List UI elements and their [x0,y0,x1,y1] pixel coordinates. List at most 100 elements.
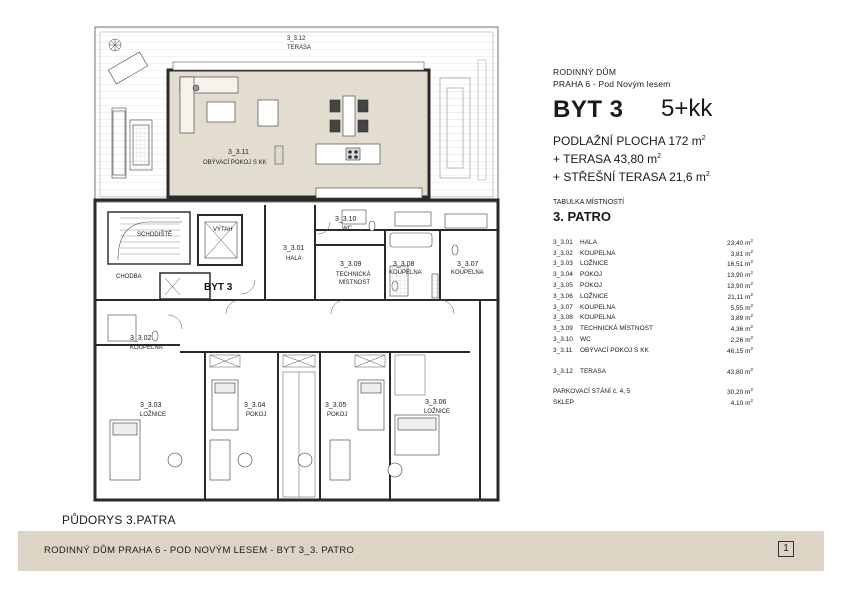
room-code: 3_3.08 [553,314,573,322]
room-name: LOŽNICE [580,292,609,300]
label-3-3-02-num: 3_3.02 [130,335,152,342]
room-name: POKOJ [580,271,603,279]
sq-sup: 2 [750,345,753,351]
parking-area: 30,20 m [726,389,751,397]
room-area: 3,89 m [730,315,751,323]
spacer-row [553,377,753,387]
label-stairs: SCHODIŠTĚ [137,230,172,238]
label-3-3-03-num: 3_3.03 [140,402,162,409]
cellar-name: SKLEP [553,399,574,407]
terrace-area: + TERASA 43,80 m [553,152,658,166]
sq-sup: 2 [750,387,753,393]
table-row: 3_3.08 KOUPELNA 3,89 m2 [553,313,753,324]
room-code: 3_3.11 [553,346,573,354]
room-code: 3_3.10 [553,336,573,344]
room-name: TERASA [580,367,607,375]
label-3-3-03-name: LOŽNICE [140,410,166,418]
sq-sup: 2 [750,313,753,319]
project-line-2: PRAHA 6 - Pod Novým lesem [553,79,671,89]
room-code: 3_3.09 [553,325,573,333]
sq-sup: 2 [705,171,710,178]
table-title: TABULKA MÍSTNOSTÍ [553,199,625,206]
label-unit-tag: BYT 3 [204,282,233,293]
label-3-3-08-num: 3_3.08 [393,261,415,268]
sq-sup: 2 [750,302,753,308]
room-code: 3_3.05 [553,282,573,290]
table-row: 3_3.05 POKOJ 13,90 m2 [553,280,753,291]
room-code: 3_3.03 [553,260,573,268]
label-3-3-11-num: 3_3.11 [228,149,249,156]
unit-layout: 5+kk [661,95,713,122]
room-name: KOUPELNA [580,249,616,257]
sq-sup: 2 [750,324,753,330]
plan-caption: PŮDORYS 3.PATRA [62,513,176,527]
sq-sup: 2 [701,135,706,142]
project-line-1: RODINNÝ DŮM [553,67,617,77]
room-name: HALA [580,238,597,246]
spacer-row [553,356,753,366]
sq-sup: 2 [657,153,662,160]
project-heading: RODINNÝ DŮM PRAHA 6 - Pod Novým lesem [553,66,670,90]
area-summary: PODLAŽNÍ PLOCHA 172 m2 + TERASA 43,80 m2… [553,131,710,185]
table-floor: 3. PATRO [553,209,612,224]
sq-sup: 2 [750,281,753,286]
label-3-3-09-num: 3_3.09 [340,261,362,268]
label-3-3-07-name: KOUPELNA [451,270,484,276]
room-area: 13,90 m [726,283,751,291]
roof-terrace-area: + STŘEŠNÍ TERASA 21,6 m [553,170,706,184]
plant-icon [108,38,122,52]
extra-rows: 3_3.12 TERASA 43,80 m2 PARKOVACÍ STÁNÍ č… [553,356,753,408]
label-3-3-04-name: POKOJ [246,412,266,418]
sq-sup: 2 [750,334,753,340]
room-name: WC [580,336,591,344]
floor-plan: 3_3.12 TERASA 3_3.11 OBÝVACÍ POKOJ S KK … [93,26,500,502]
room-name: KOUPELNA [580,314,616,322]
floor-area: PODLAŽNÍ PLOCHA 172 m [553,134,702,148]
label-3-3-06-name: LOŽNICE [424,407,450,415]
room-code: 3_3.02 [553,249,573,257]
label-3-3-06-num: 3_3.06 [425,399,447,406]
label-corridor: CHODBA [116,274,142,280]
sq-sup: 2 [750,398,753,404]
room-name: KOUPELNA [580,303,616,311]
label-3-3-01-name: HALA [286,256,302,262]
room-name: LOŽNICE [580,260,609,268]
table-row: 3_3.10 WC 2,26 m2 [553,334,753,345]
table-row: 3_3.09 TECHNICKÁ MÍSTNOST 4,36 m2 [553,323,753,334]
room-name: POKOJ [580,282,603,290]
room-code: 3_3.01 [553,238,573,246]
label-3-3-05-num: 3_3.05 [325,402,347,409]
room-area: 16,51 m [726,261,751,269]
parking-name: PARKOVACÍ STÁNÍ č. 4, 5 [553,388,631,396]
room-area: 21,11 m [727,293,751,301]
room-area: 4,36 m [730,326,751,334]
room-name: OBÝVACÍ POKOJ S KK [580,346,649,354]
unit-name: BYT 3 [553,96,624,123]
sq-sup: 2 [750,270,753,276]
label-3-3-12-name: TERASA [287,45,311,51]
label-3-3-10-name: WC [342,226,353,232]
room-area: 46,15 m [726,347,751,355]
label-lift: VÝTAH [213,226,233,233]
room-area: 2,26 m [730,337,751,345]
table-row-cellar: SKLEP 4,10 m2 [553,397,753,408]
footer-bar: RODINNÝ DŮM PRAHA 6 - POD NOVÝM LESEM - … [18,531,824,571]
label-3-3-11-name: OBÝVACÍ POKOJ S KK [203,159,267,166]
sq-sup: 2 [750,291,753,297]
footer-title: RODINNÝ DŮM PRAHA 6 - POD NOVÝM LESEM - … [44,545,355,556]
room-area: 3,81 m [730,250,751,258]
room-area: 23,40 m [726,239,751,247]
label-3-3-07-num: 3_3.07 [457,261,479,268]
table-row-parking: PARKOVACÍ STÁNÍ č. 4, 5 30,20 m2 [553,387,753,398]
label-3-3-08-name: KOUPELNA [389,270,422,276]
sq-sup: 2 [750,366,753,372]
room-name: TECHNICKÁ MÍSTNOST [580,325,653,333]
room-3-3-11 [166,61,431,199]
label-3-3-04-num: 3_3.04 [244,402,266,409]
